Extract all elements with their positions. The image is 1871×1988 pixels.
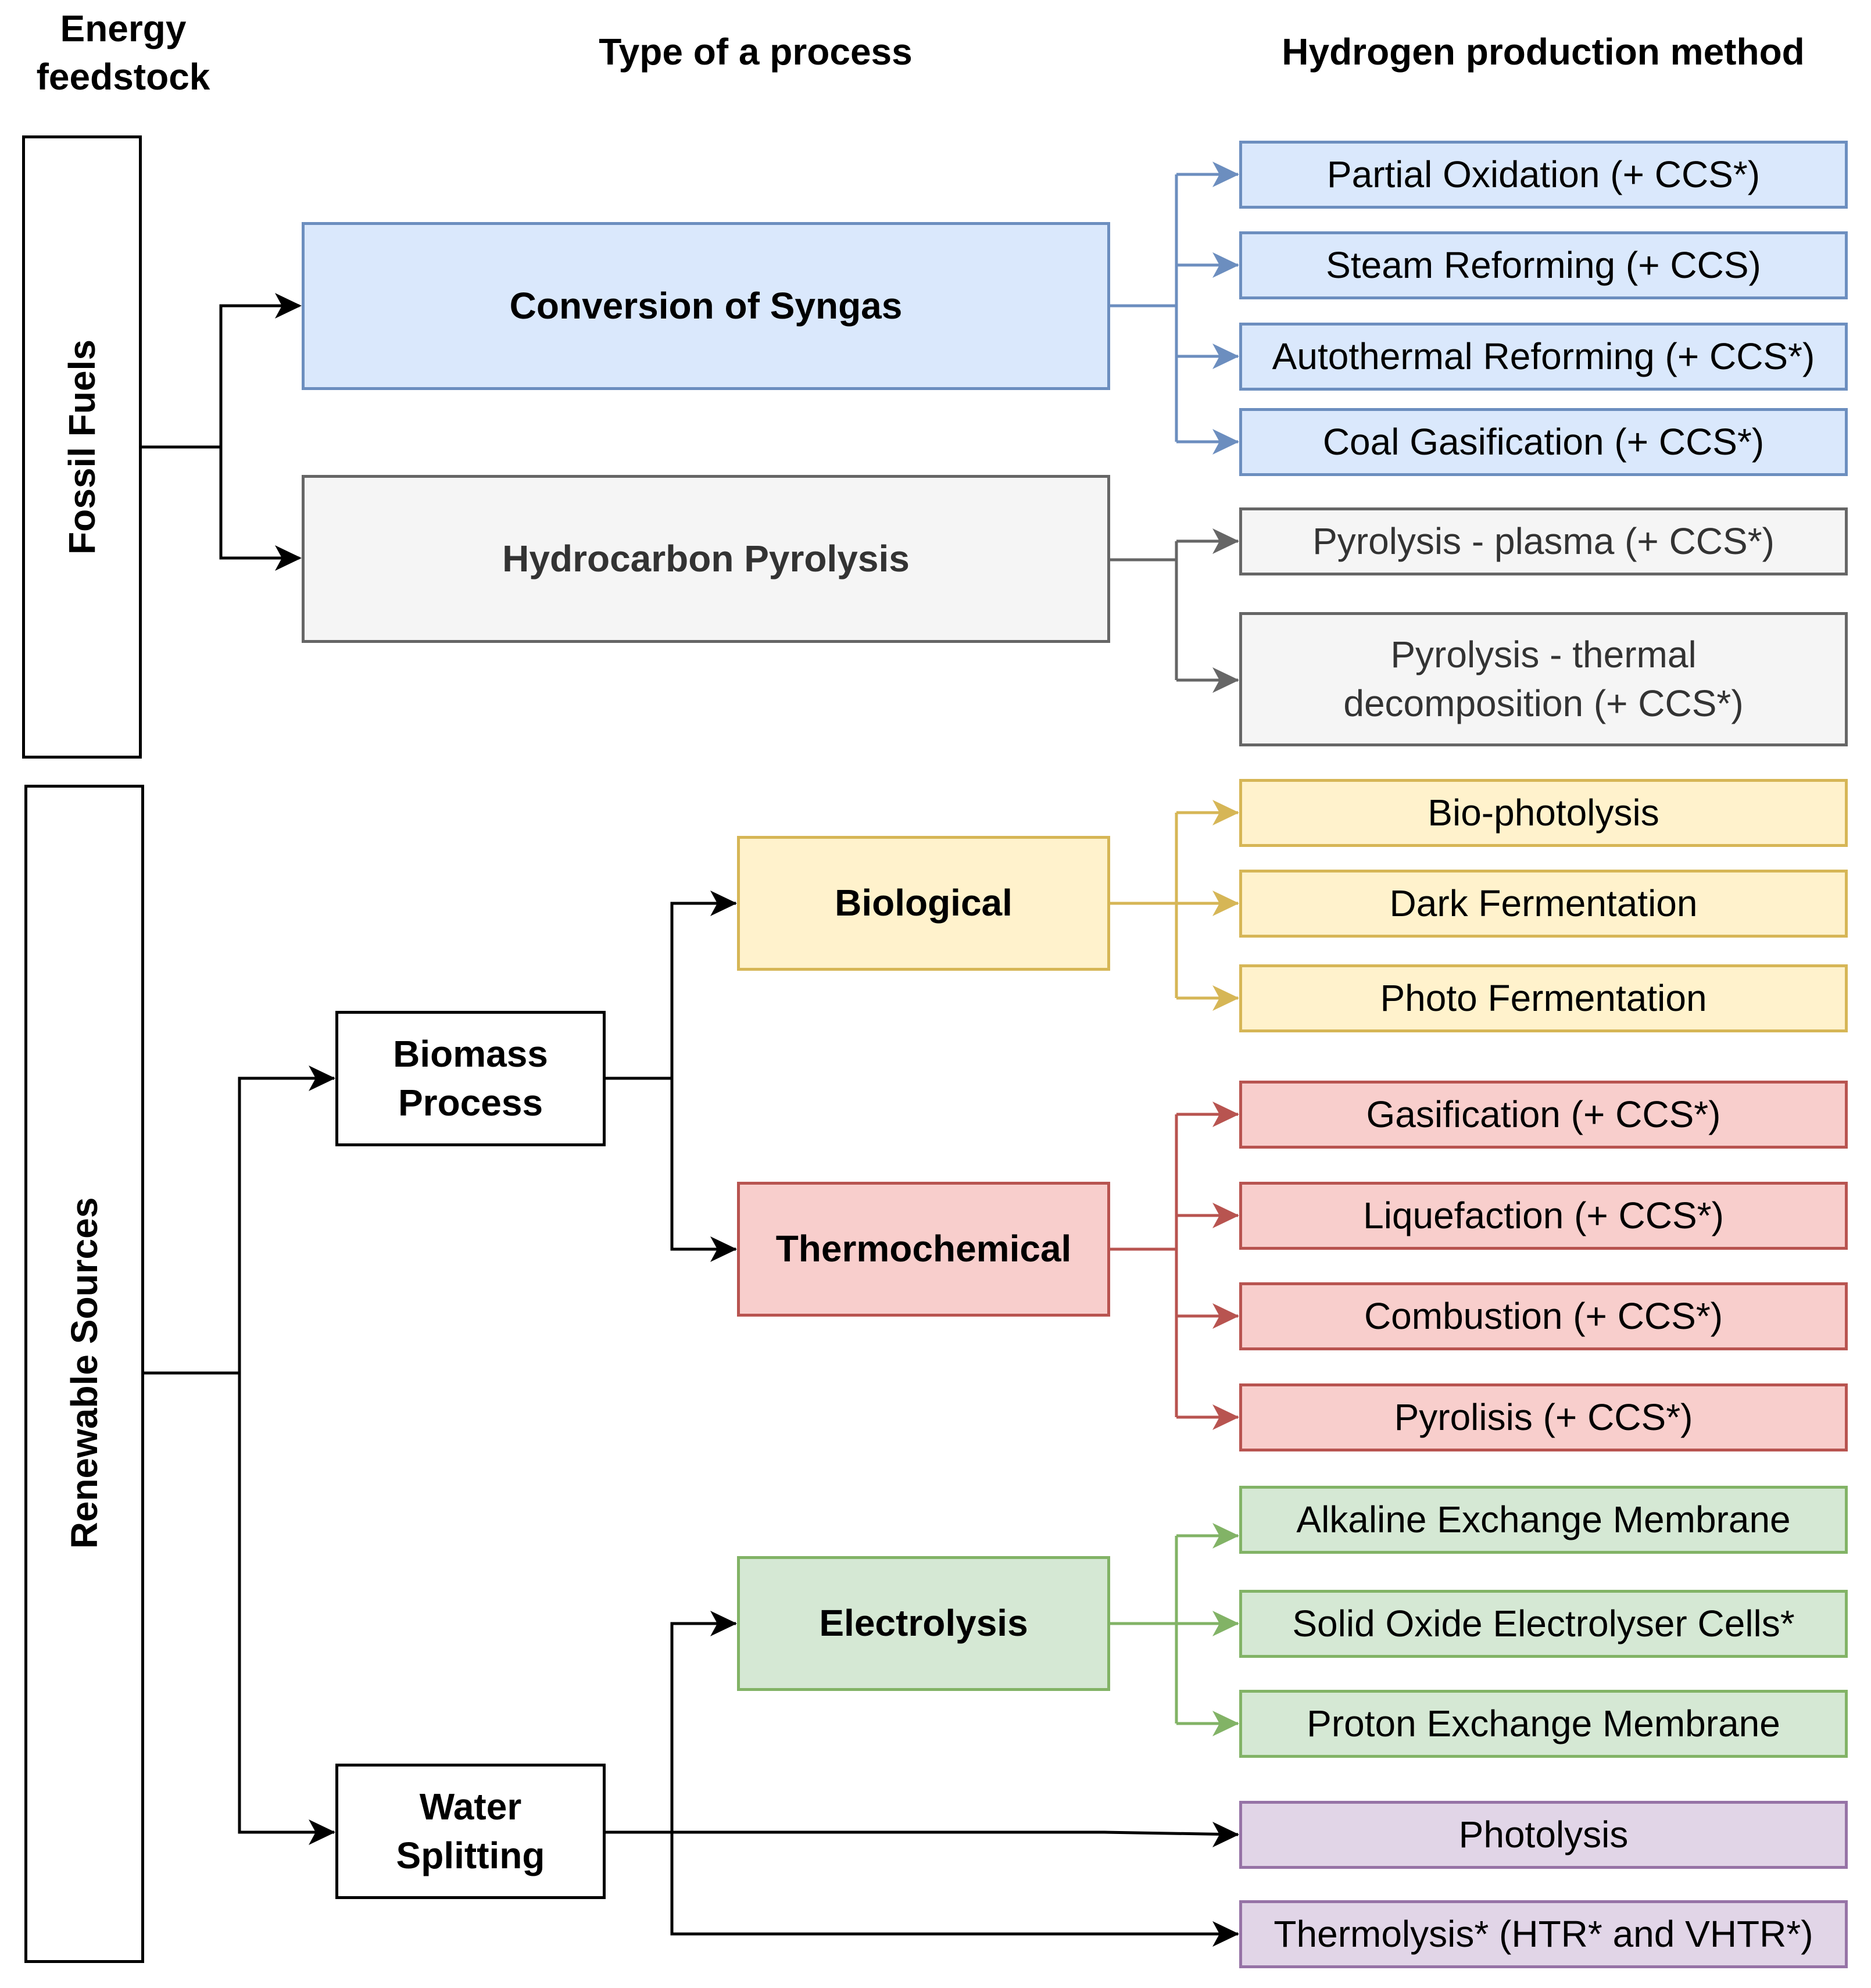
method-photo-fermentation: Photo Fermentation xyxy=(1239,964,1848,1032)
header-hydrogen-method: Hydrogen production method xyxy=(1282,31,1805,73)
process-electrolysis: Electrolysis xyxy=(737,1556,1110,1691)
method-pyrolisis: Pyrolisis (+ CCS*) xyxy=(1239,1383,1848,1451)
connector-renewable xyxy=(143,1077,334,1834)
arrowhead xyxy=(1212,800,1239,825)
method-steam-reforming: Steam Reforming (+ CCS) xyxy=(1239,231,1848,299)
method-partial-oxidation: Partial Oxidation (+ CCS*) xyxy=(1239,141,1848,209)
connector-syngas xyxy=(1110,173,1238,444)
arrowhead xyxy=(1212,1523,1239,1549)
arrowhead xyxy=(1212,429,1239,455)
header-energy-feedstock: Energy feedstock xyxy=(36,8,210,98)
connector-pyrolysis xyxy=(1110,539,1238,682)
method-liquefaction: Liquefaction (+ CCS*) xyxy=(1239,1182,1848,1250)
arrowhead xyxy=(1212,344,1239,369)
method-photolysis: Photolysis xyxy=(1239,1801,1848,1869)
method-proton-exchange-membrane: Proton Exchange Membrane xyxy=(1239,1690,1848,1758)
arrowhead xyxy=(1212,985,1239,1011)
arrowhead xyxy=(1212,891,1239,916)
method-thermolysis: Thermolysis* (HTR* and VHTR*) xyxy=(1239,1900,1848,1968)
arrowhead xyxy=(275,545,302,571)
arrowhead xyxy=(710,1236,737,1262)
arrowhead xyxy=(1212,528,1239,554)
connector-water xyxy=(606,1622,1239,1936)
arrowhead xyxy=(275,293,302,319)
arrowhead xyxy=(710,1611,737,1636)
arrowheads xyxy=(275,162,1239,1947)
method-alkaline-exchange-membrane: Alkaline Exchange Membrane xyxy=(1239,1486,1848,1554)
arrowhead xyxy=(309,1819,335,1845)
feedstock-fossil-label: Fossil Fuels xyxy=(61,339,103,555)
method-solid-oxide-electrolyser-cells: Solid Oxide Electrolyser Cells* xyxy=(1239,1590,1848,1658)
process-biological: Biological xyxy=(737,836,1110,971)
process-water-splitting: Water Splitting xyxy=(335,1764,606,1899)
arrowhead xyxy=(309,1065,335,1091)
arrowhead xyxy=(1212,162,1239,187)
arrowhead xyxy=(1212,252,1239,278)
feedstock-fossil-fuels xyxy=(22,135,142,759)
method-gasification: Gasification (+ CCS*) xyxy=(1239,1081,1848,1149)
process-biomass: Biomass Process xyxy=(335,1011,606,1146)
arrowhead xyxy=(1212,1303,1239,1329)
method-autothermal-reforming: Autothermal Reforming (+ CCS*) xyxy=(1239,323,1848,391)
connector-biomass xyxy=(606,902,736,1251)
method-pyrolysis-thermal: Pyrolysis - thermal decomposition (+ CCS… xyxy=(1239,612,1848,746)
process-thermochemical: Thermochemical xyxy=(737,1182,1110,1317)
arrowhead xyxy=(1212,1921,1239,1947)
method-dark-fermentation: Dark Fermentation xyxy=(1239,870,1848,938)
method-bio-photolysis: Bio-photolysis xyxy=(1239,779,1848,847)
method-pyrolysis-plasma: Pyrolysis - plasma (+ CCS*) xyxy=(1239,507,1848,575)
arrowhead xyxy=(1212,1102,1239,1127)
feedstock-renewable-sources xyxy=(24,785,144,1963)
feedstock-renewable-label: Renewable Sources xyxy=(63,1197,105,1549)
arrowhead xyxy=(1212,667,1239,693)
arrowhead xyxy=(710,891,737,916)
connector-thermochemical xyxy=(1110,1113,1238,1419)
arrowhead xyxy=(1212,1611,1239,1636)
arrowhead xyxy=(1212,1404,1239,1430)
method-combustion: Combustion (+ CCS*) xyxy=(1239,1282,1848,1350)
arrowhead xyxy=(1212,1203,1239,1228)
header-type-of-process: Type of a process xyxy=(599,31,913,73)
connector-fossil xyxy=(141,304,299,560)
method-coal-gasification: Coal Gasification (+ CCS*) xyxy=(1239,408,1848,476)
arrowhead xyxy=(1212,1711,1239,1736)
arrowhead xyxy=(1212,1822,1239,1847)
process-conversion-of-syngas: Conversion of Syngas xyxy=(302,222,1110,390)
process-hydrocarbon-pyrolysis: Hydrocarbon Pyrolysis xyxy=(302,475,1110,643)
